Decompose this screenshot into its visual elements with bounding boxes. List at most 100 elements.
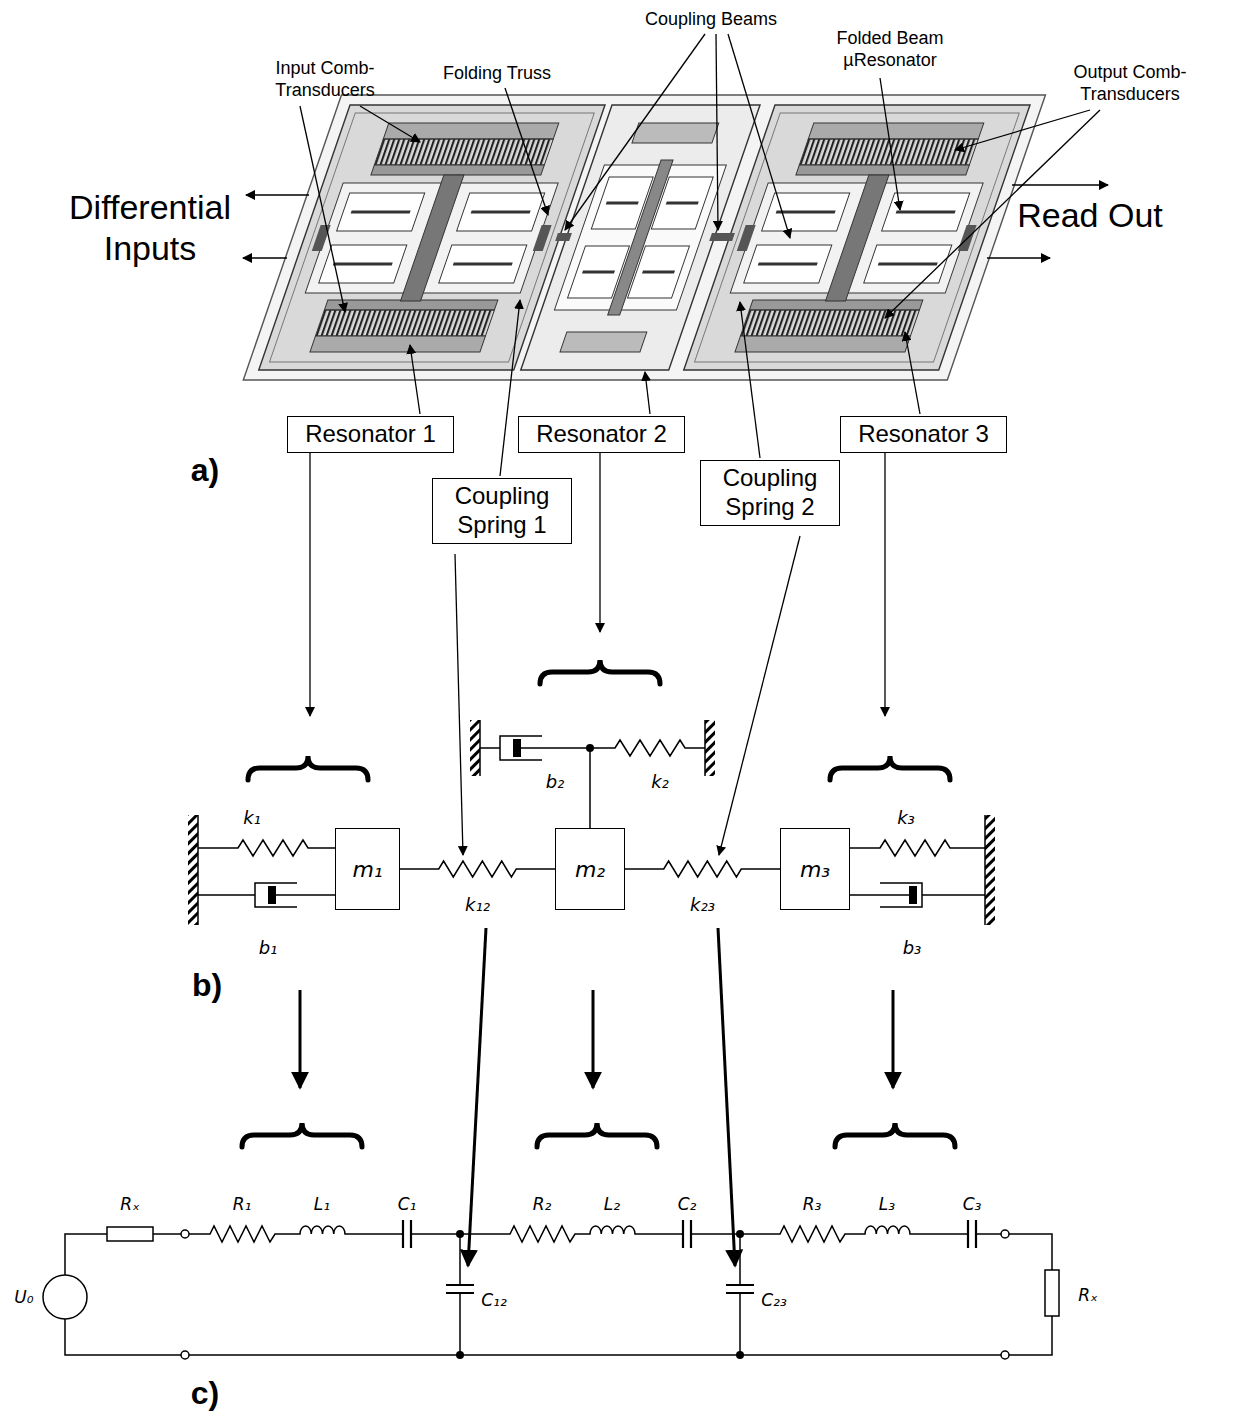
brace	[835, 1123, 955, 1147]
resistor-symbol	[1045, 1270, 1059, 1316]
callout-label: Coupling Beams	[645, 9, 777, 31]
spring-constant: k₁	[243, 807, 261, 829]
resonator-callout: Resonator 1	[287, 416, 454, 453]
thick-arrows	[300, 928, 893, 1266]
spring-constant: k₃	[897, 807, 915, 829]
output-arrow	[987, 257, 1050, 258]
mapping-arrow	[309, 453, 310, 716]
damper-symbol	[480, 736, 590, 828]
equivalent-circuit	[43, 1220, 1059, 1359]
mapping-arrow	[892, 990, 895, 1088]
leader-line	[410, 345, 420, 414]
leader-line	[955, 110, 1090, 150]
component-label: R₁	[233, 1194, 252, 1214]
terminal	[1001, 1230, 1009, 1238]
component-label: L₃	[879, 1194, 895, 1214]
input-arrow	[243, 257, 287, 258]
wall	[470, 720, 480, 776]
coupling-beam	[555, 233, 572, 241]
callout-label: Folded Beam µResonator	[825, 28, 955, 71]
input-arrow	[246, 194, 309, 195]
callout-label: Output Comb-Transducers	[1040, 62, 1220, 105]
junction-dot	[736, 1351, 744, 1359]
terminal	[181, 1351, 189, 1359]
node-text: Coupling Spring 1	[449, 482, 555, 540]
node-text: Resonator 1	[304, 420, 437, 449]
component-label: C₁₂	[481, 1290, 507, 1310]
anchor	[632, 123, 719, 143]
wall	[985, 815, 995, 925]
resistor-symbol	[107, 1227, 153, 1241]
terminal	[181, 1230, 189, 1238]
spring-symbol	[198, 840, 335, 856]
component-label: C₂₃	[761, 1290, 787, 1310]
damper-piston	[268, 886, 276, 904]
leader-line	[565, 34, 705, 230]
mass-block: m₃	[780, 828, 850, 910]
brace	[248, 756, 368, 780]
wall-edge	[198, 720, 985, 925]
junctions	[456, 1230, 744, 1359]
output-arrow	[1012, 184, 1108, 185]
resonator-callout: Resonator 2	[518, 416, 685, 453]
spring-symbol	[590, 740, 705, 756]
spring-constant: k₂₃	[688, 894, 717, 916]
mapping-arrow	[719, 536, 800, 855]
leader-line	[880, 78, 900, 210]
signal-label: Read Out	[1017, 195, 1163, 236]
panel-ground	[684, 105, 1030, 370]
coupling-beam	[709, 233, 735, 241]
panel-letter: c)	[191, 1374, 219, 1412]
damper-piston	[513, 739, 521, 757]
component-label: Rₓ	[120, 1194, 139, 1214]
component-label: C₂	[678, 1194, 697, 1214]
signal-label: Differential Inputs	[50, 187, 250, 269]
node-text: Resonator 3	[857, 420, 990, 449]
component-label: L₂	[604, 1194, 620, 1214]
component-label: R₃	[803, 1194, 822, 1214]
mapping-arrow	[299, 990, 302, 1088]
brace	[537, 1123, 657, 1147]
spring-connector	[400, 861, 555, 877]
component-label: C₁	[398, 1194, 417, 1214]
brace	[540, 660, 660, 684]
component-label: L₁	[314, 1194, 330, 1214]
mapping-arrow	[455, 554, 463, 855]
damper-symbol	[198, 883, 335, 907]
panel-letter: a)	[191, 451, 219, 489]
component-label: R₂	[533, 1194, 552, 1214]
mapping-arrow	[718, 928, 735, 1266]
mechanical-model	[188, 720, 995, 925]
spring-symbol	[850, 840, 985, 856]
leader-line	[905, 332, 920, 414]
damper-symbol	[850, 883, 985, 907]
capacitor-symbol	[403, 1220, 976, 1248]
wall	[705, 720, 715, 776]
damping-label: b₃	[903, 937, 922, 959]
braces	[242, 660, 955, 1147]
callout-label: Folding Truss	[443, 63, 551, 85]
component-label: Rₓ	[1078, 1285, 1097, 1305]
callout-label: Input Comb-Transducers	[235, 58, 415, 101]
spring-constant: k₂	[651, 771, 669, 793]
folding-truss	[608, 160, 673, 315]
panel-letter: b)	[192, 966, 222, 1004]
wall	[188, 815, 198, 925]
chip-frame	[243, 95, 1045, 380]
damping-label: b₂	[546, 771, 565, 793]
voltage-source	[43, 1275, 87, 1319]
source-label: U₀	[14, 1287, 33, 1307]
mass-block: m₂	[555, 828, 625, 910]
node-text: m₂	[575, 857, 605, 882]
resonator-structure	[684, 105, 1030, 370]
leader-line	[645, 372, 650, 414]
circuit-wire	[460, 1234, 740, 1355]
node-text: Resonator 2	[535, 420, 668, 449]
junction-dot	[586, 744, 594, 752]
mapping-arrow	[468, 928, 486, 1266]
node-text: Coupling Spring 2	[717, 464, 823, 522]
node-text: m₃	[800, 857, 830, 882]
spring-constant: k₁₂	[463, 894, 492, 916]
mapping-arrow	[599, 453, 600, 632]
